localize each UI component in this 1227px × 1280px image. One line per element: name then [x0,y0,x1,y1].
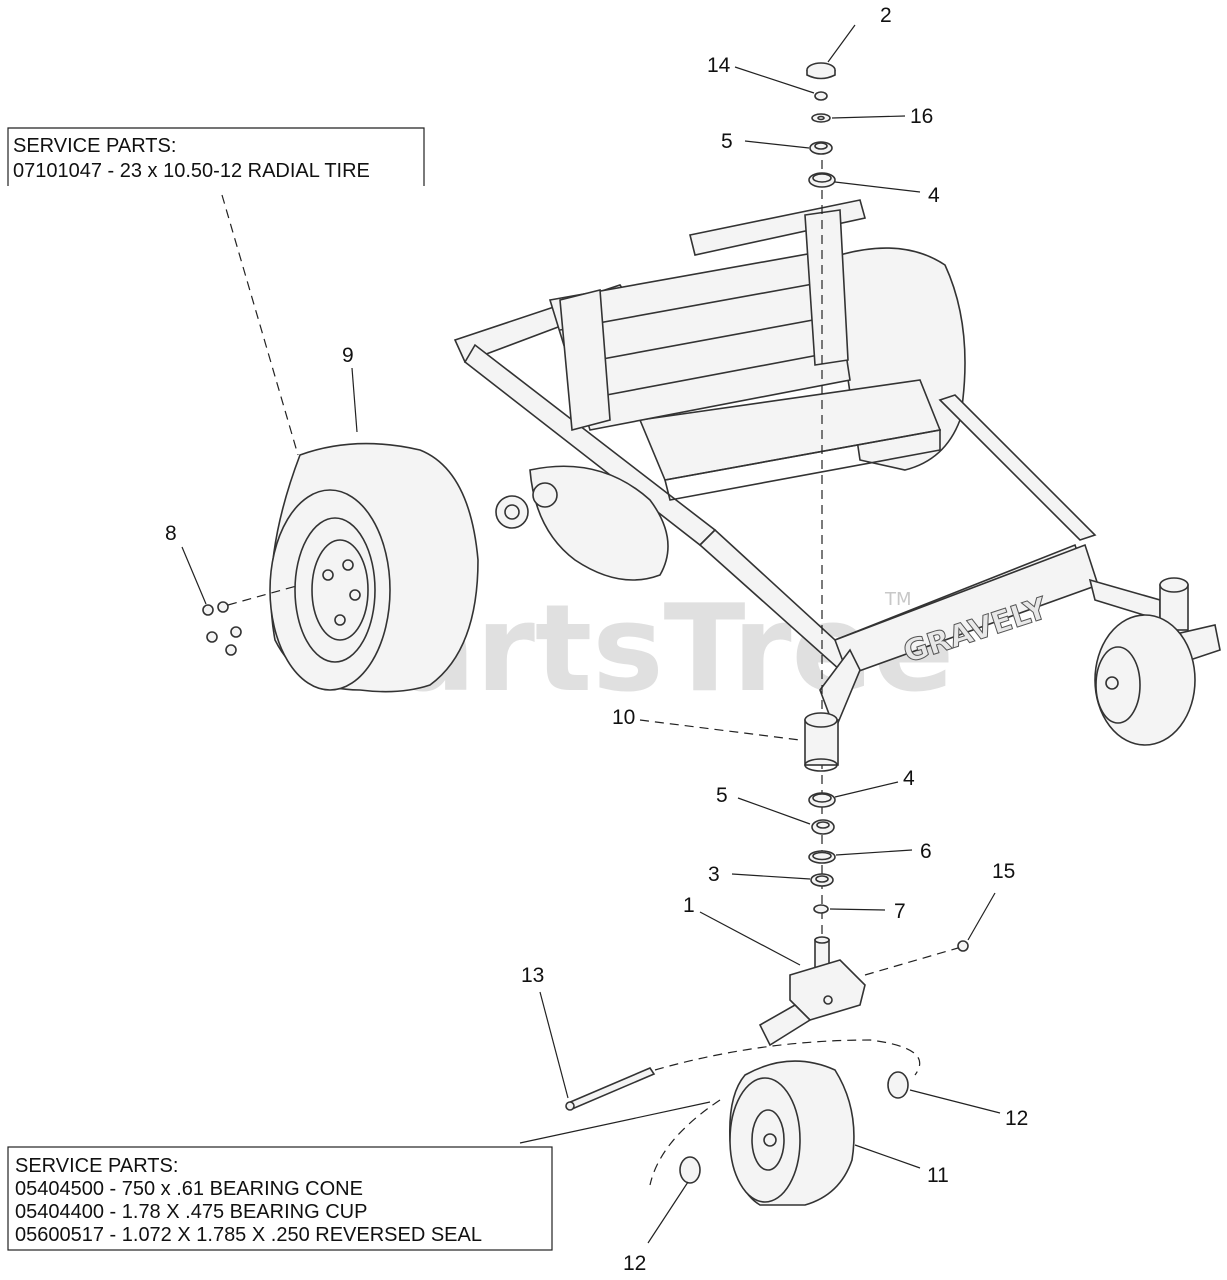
service-box-bottom-heading: SERVICE PARTS: [15,1155,178,1177]
rear-drive-tire [269,442,479,693]
service-box-bottom-line-3: 05600517 - 1.072 X 1.785 X .250 REVERSED… [15,1224,482,1246]
lug-nuts [202,601,242,656]
leader-1 [699,911,801,966]
leader-6 [835,849,913,856]
leader-5a [744,140,810,149]
wheel-spacer-left [679,1156,701,1184]
right-front-caster [1094,577,1221,746]
seal-lower [810,873,834,887]
bearing-cone-upper [809,141,833,155]
leader-2 [827,24,856,63]
callout-3: 3 [708,863,720,886]
leader-7 [829,908,886,911]
dust-cap [806,62,836,80]
leader-15 [967,892,996,941]
leader-13 [539,991,569,1099]
leader-10 [639,719,801,741]
yoke-nut-axis [864,947,959,976]
callout-11: 11 [927,1164,949,1187]
leader-14 [734,66,815,94]
leader-5b [737,797,811,825]
lock-nut [814,91,828,101]
leader-8 [181,546,207,605]
axle-bolt-axis [654,1039,921,1076]
service-box-bottom-line-2: 05404400 - 1.78 X .475 BEARING CUP [15,1201,367,1223]
spacer-axis [649,1099,721,1186]
service-box-bottom: SERVICE PARTS: 05404500 - 750 x .61 BEAR… [7,1146,553,1251]
washer [811,113,831,123]
callout-14: 14 [707,54,731,77]
callout-12-left: 12 [623,1252,646,1275]
leader-tire-service [221,194,299,456]
callout-10: 10 [612,706,635,729]
wheel-spacer-right [887,1071,909,1099]
bearing-cup-upper [808,172,836,188]
service-box-top-line-1: 07101047 - 23 x 10.50-12 RADIAL TIRE [13,160,370,182]
bearing-cup-lower [808,792,836,808]
service-box-bottom-line-1: 05404500 - 750 x .61 BEARING CONE [15,1178,363,1200]
seal-upper [808,850,836,864]
callout-13: 13 [521,964,544,987]
mower-frame: GRAVELY [453,199,1161,733]
leader-bearing-service [519,1101,711,1144]
leader-9 [351,367,358,433]
caster-pivot-tube [804,712,839,772]
callout-4-upper: 4 [928,184,940,207]
callout-5-upper: 5 [721,130,733,153]
callout-6: 6 [920,840,932,863]
leader-4a [834,181,921,193]
spacer-ring [813,904,829,914]
callout-16: 16 [910,105,933,128]
front-caster-wheel [728,1060,855,1206]
callout-8: 8 [165,522,177,545]
bearing-cone-lower [811,819,835,835]
lug-nut-axis [227,584,301,606]
yoke-nut [957,940,969,952]
service-box-top: SERVICE PARTS: 07101047 - 23 x 10.50-12 … [7,127,425,186]
callout-5-lower: 5 [716,784,728,807]
caster-yoke [758,936,866,1047]
watermark-trademark: TM [884,589,912,610]
leader-4b [834,781,899,798]
leader-12b [647,1181,689,1244]
axle-bolt [565,1067,656,1111]
callout-1: 1 [683,894,695,917]
leader-12a [909,1089,1001,1114]
callout-4-lower: 4 [903,767,915,790]
callout-15: 15 [992,860,1015,883]
callout-9: 9 [342,344,354,367]
leader-3 [731,873,811,880]
callout-7: 7 [894,900,906,923]
leader-11 [854,1144,921,1169]
service-box-top-heading: SERVICE PARTS: [13,135,176,157]
callout-2: 2 [880,4,892,27]
callout-12-right: 12 [1005,1107,1028,1130]
leader-16 [831,115,906,119]
